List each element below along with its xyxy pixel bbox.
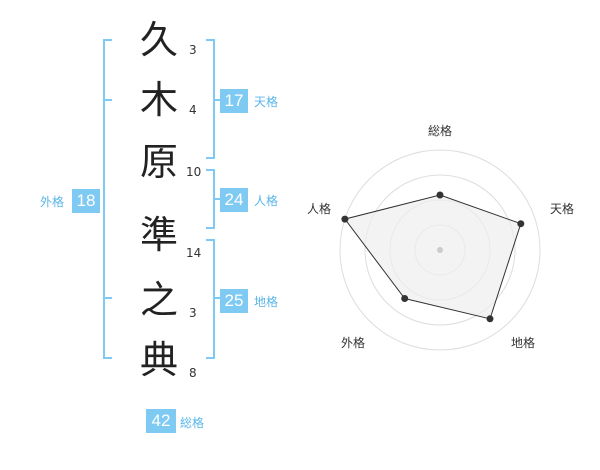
chikaku-bracket (206, 239, 220, 359)
chikaku-badge: 25 (220, 289, 248, 313)
stroke-count-2: 4 (189, 103, 197, 117)
stroke-count-4: 14 (186, 246, 202, 260)
radar-axis-label-tenkaku: 天格 (550, 202, 575, 216)
tenkaku-badge: 17 (220, 89, 248, 113)
tenkaku-label: 天格 (254, 95, 279, 109)
stroke-count-3: 10 (186, 165, 202, 179)
radar-series-polygon (344, 194, 522, 320)
name-char-5: 之 (139, 278, 178, 322)
radar-axis-label-chikaku: 地格 (511, 336, 536, 350)
name-char-6: 典 (139, 338, 178, 382)
radar-axis-label-soukaku: 総格 (428, 124, 453, 138)
radar-point-5 (341, 215, 349, 223)
gaikaku-bracket (103, 39, 112, 359)
radar-center-dot (437, 247, 443, 253)
stroke-count-6: 8 (189, 366, 197, 380)
soukaku-label: 総格 (180, 416, 205, 430)
jinkaku-label: 人格 (254, 194, 279, 208)
jinkaku-badge: 24 (220, 188, 248, 212)
gaikaku-label: 外格 (40, 195, 65, 209)
stroke-count-5: 3 (189, 306, 197, 320)
stroke-count-1: 3 (189, 43, 197, 57)
radar-grid-ring-3 (364, 174, 516, 326)
gaikaku-badge: 18 (72, 189, 100, 213)
name-char-1: 久 (139, 18, 178, 62)
radar-point-3 (486, 315, 494, 323)
radar-axis-label-gaikaku: 外格 (341, 336, 366, 350)
name-char-2: 木 (139, 78, 178, 122)
radar-axis-label-jinkaku: 人格 (307, 202, 332, 216)
tenkaku-bracket (206, 39, 220, 159)
jinkaku-bracket (206, 169, 220, 229)
chikaku-label: 地格 (254, 295, 279, 309)
radar-point-2 (517, 220, 525, 228)
radar-point-1 (436, 191, 444, 199)
name-char-3: 原 (139, 140, 178, 184)
name-char-4: 準 (139, 213, 178, 257)
soukaku-badge: 42 (146, 409, 176, 433)
radar-point-4 (401, 295, 409, 302)
radar-grid-ring-4 (339, 149, 541, 351)
